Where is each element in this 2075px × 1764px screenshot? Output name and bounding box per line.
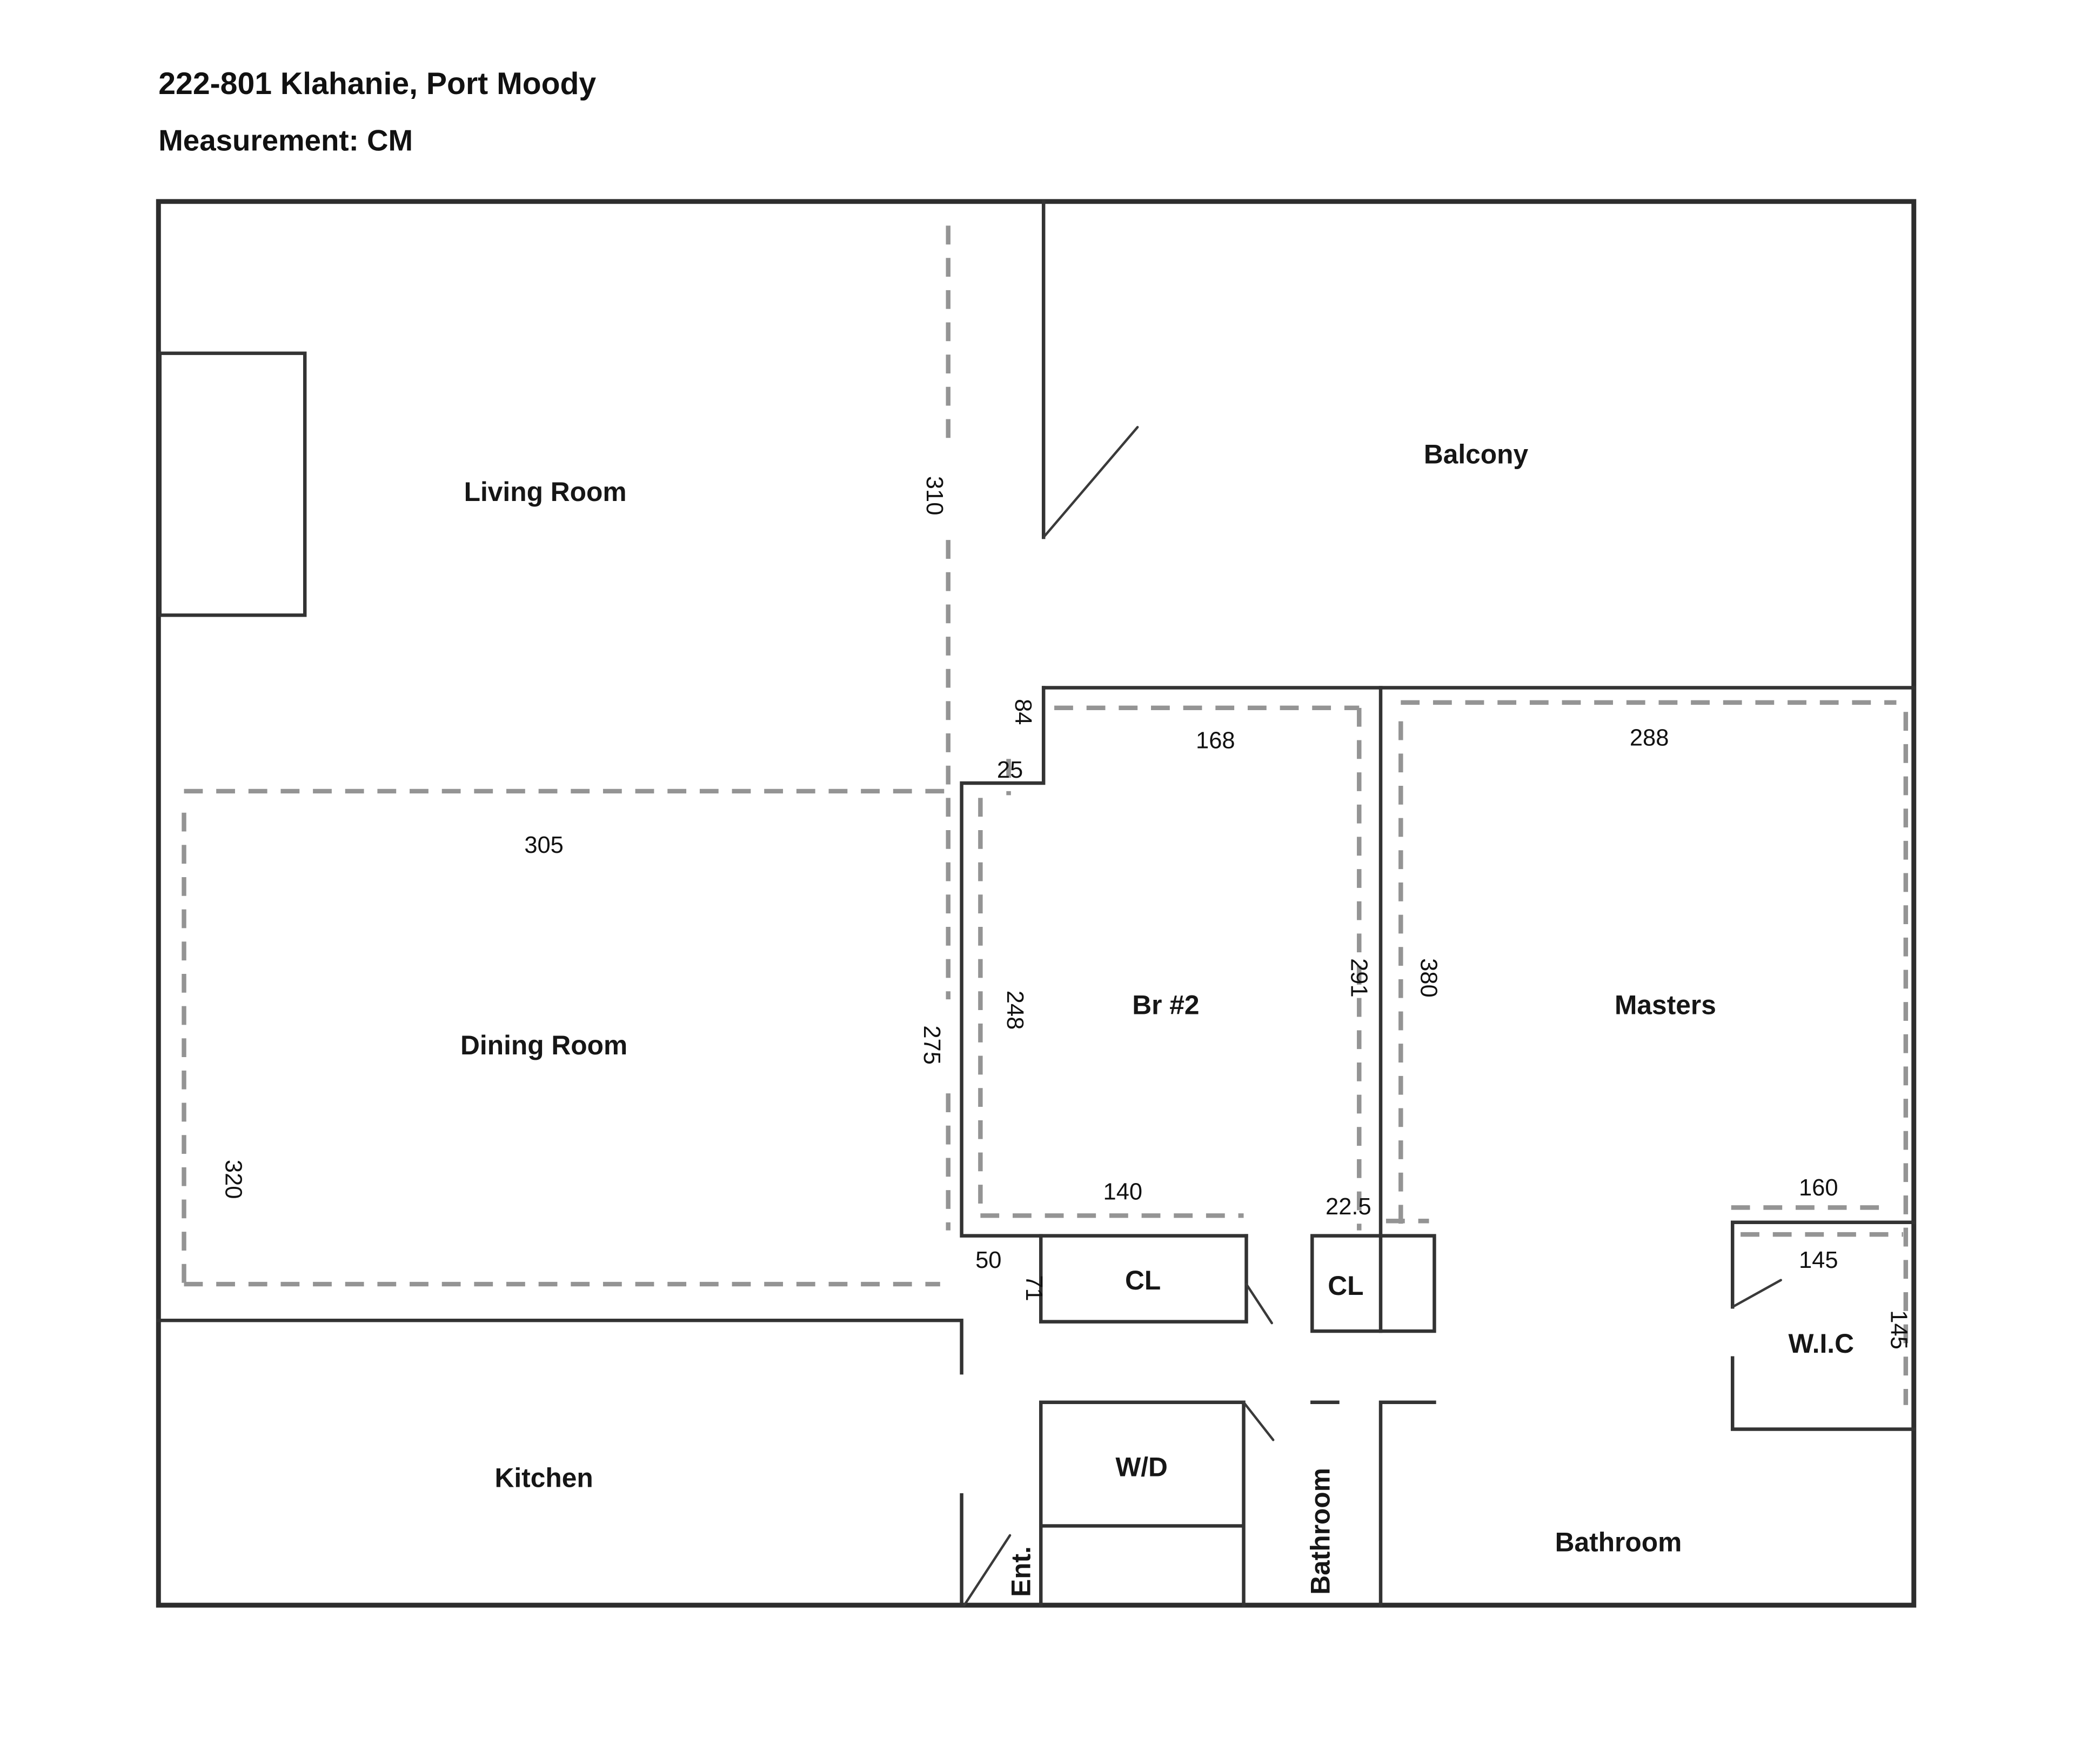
dashed-dimension-lines bbox=[182, 225, 1909, 1405]
room-label-br2: Br #2 bbox=[1132, 990, 1199, 1020]
room-label-dining-room: Dining Room bbox=[460, 1030, 627, 1060]
wd-door-swing bbox=[1242, 1401, 1275, 1441]
page-title: 222-801 Klahanie, Port Moody bbox=[158, 66, 596, 101]
living-room-niche-box bbox=[158, 351, 307, 617]
dim-50: 50 bbox=[975, 1247, 1001, 1273]
bathroom-1-walls bbox=[1310, 1400, 1436, 1607]
dim-291: 291 bbox=[1346, 958, 1371, 998]
closet-2-box bbox=[1310, 1234, 1436, 1333]
dim-line-wic bbox=[1731, 1205, 1903, 1237]
dim-22-5: 22.5 bbox=[1326, 1194, 1371, 1220]
dim-145-a: 145 bbox=[1799, 1247, 1838, 1273]
room-label-masters: Masters bbox=[1615, 990, 1716, 1020]
dim-line-br2 bbox=[978, 705, 1362, 1231]
room-label-bathroom-1: Bathroom bbox=[1306, 1468, 1336, 1595]
room-label-entrance: Ent. bbox=[1006, 1546, 1036, 1597]
measurement-unit-note: Measurement: CM bbox=[158, 124, 413, 157]
dim-160: 160 bbox=[1799, 1175, 1838, 1201]
room-label-wd: W/D bbox=[1115, 1452, 1168, 1482]
dim-275: 275 bbox=[919, 1025, 945, 1065]
wd-closet-walls bbox=[1039, 1400, 1246, 1607]
br2-step-and-left-wall bbox=[960, 686, 1248, 1238]
dim-288: 288 bbox=[1630, 725, 1669, 751]
dim-line-dining bbox=[182, 789, 946, 1287]
room-label-closet-1: CL bbox=[1125, 1265, 1161, 1295]
dim-305: 305 bbox=[524, 832, 564, 858]
dim-140: 140 bbox=[1103, 1179, 1143, 1205]
wic-door-swing bbox=[1731, 1279, 1782, 1308]
dim-line-masters bbox=[1398, 700, 1909, 1405]
outer-walls bbox=[156, 199, 1917, 1608]
dim-25: 25 bbox=[997, 757, 1023, 783]
closet-1-door-swing bbox=[1245, 1282, 1273, 1325]
entrance-door-swing bbox=[963, 1534, 1012, 1607]
room-label-living-room: Living Room bbox=[464, 477, 627, 507]
room-label-closet-2: CL bbox=[1328, 1271, 1363, 1301]
dim-84: 84 bbox=[1010, 699, 1036, 725]
balcony-door-swing bbox=[1042, 426, 1139, 539]
room-label-bathroom-2: Bathroom bbox=[1555, 1527, 1682, 1558]
room-label-balcony: Balcony bbox=[1424, 439, 1529, 469]
wic-walls bbox=[1730, 1220, 1916, 1431]
dim-320: 320 bbox=[220, 1160, 246, 1199]
kitchen-walls bbox=[157, 1318, 963, 1607]
dim-248: 248 bbox=[1002, 991, 1028, 1030]
room-label-wic: W.I.C bbox=[1789, 1328, 1854, 1359]
room-labels: Living Room Balcony Dining Room Br #2 Ma… bbox=[460, 439, 1854, 1596]
dim-168: 168 bbox=[1196, 727, 1235, 753]
room-label-kitchen: Kitchen bbox=[494, 1462, 593, 1493]
dim-310: 310 bbox=[921, 476, 947, 516]
dim-145-b: 145 bbox=[1885, 1310, 1911, 1349]
dim-71: 71 bbox=[1021, 1275, 1047, 1301]
dim-380: 380 bbox=[1416, 958, 1442, 998]
closet-1-box bbox=[1039, 1234, 1248, 1324]
dimension-labels: 310 84 25 168 288 305 320 275 248 291 38… bbox=[220, 476, 1912, 1349]
